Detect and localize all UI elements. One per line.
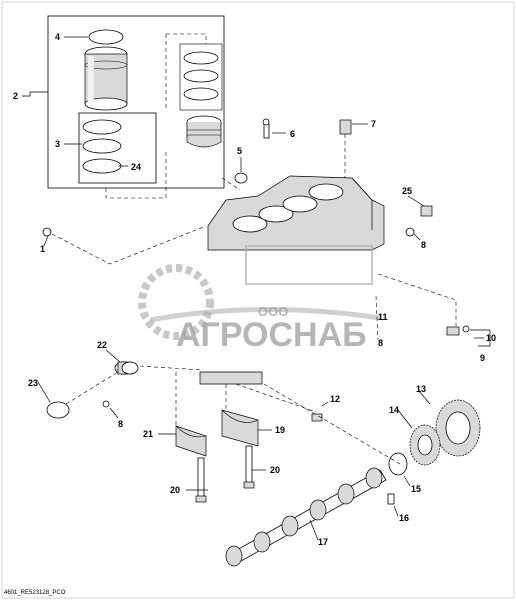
callout-19: 19 xyxy=(275,425,285,435)
callout-6: 6 xyxy=(290,129,295,139)
drawing-code: 4601_RE523128_PCO xyxy=(4,590,66,596)
callout-7: 7 xyxy=(371,119,376,129)
callout-16: 16 xyxy=(399,513,409,523)
callout-8-lower: 8 xyxy=(118,419,123,429)
o-ring-lower xyxy=(82,158,122,174)
agrosnab-watermark: ООО АГРОСНАБ xyxy=(138,245,381,354)
ring-link-dash xyxy=(166,33,207,44)
callout-8-middle: 8 xyxy=(378,338,383,348)
leader-lines xyxy=(22,36,491,541)
liner-kit-group xyxy=(47,15,225,199)
camshaft-17 xyxy=(225,467,387,567)
bearing-cap-19 xyxy=(221,409,259,447)
callout-23: 23 xyxy=(28,378,38,388)
piston-ring-oil xyxy=(183,87,219,101)
liner-seal-ring xyxy=(88,29,124,45)
callout-22: 22 xyxy=(97,340,107,350)
callout-17: 17 xyxy=(318,537,328,547)
o-ring-middle xyxy=(82,138,122,154)
callout-8-upper: 8 xyxy=(421,240,426,250)
dowel-1 xyxy=(42,227,52,237)
liner-kit-box xyxy=(47,15,225,189)
callout-4: 4 xyxy=(55,32,60,42)
pin-16 xyxy=(387,493,395,505)
watermark-brand: АГРОСНАБ xyxy=(176,316,367,354)
bolt-head-right xyxy=(405,227,415,237)
cap-bolt-left xyxy=(195,457,207,503)
oil-jet xyxy=(262,118,270,139)
bearing-cap-21 xyxy=(175,425,207,457)
callout-labels: 4 2 3 24 5 6 7 25 8 1 11 8 10 9 22 23 8 … xyxy=(13,32,496,547)
thrust-washer-15 xyxy=(388,452,408,476)
plug-8-lower xyxy=(102,400,110,408)
callout-2: 2 xyxy=(13,91,18,101)
assembly-dashes xyxy=(51,177,457,465)
piston-ring-second xyxy=(183,69,219,83)
callout-14: 14 xyxy=(389,405,399,415)
bolt-12 xyxy=(311,413,323,422)
engine-block xyxy=(199,175,385,385)
callout-21: 21 xyxy=(143,429,153,439)
piston-ring-panel xyxy=(179,43,223,111)
o-ring-upper xyxy=(82,119,122,135)
callout-3: 3 xyxy=(55,139,60,149)
bushing-23 xyxy=(46,401,70,419)
callout-13: 13 xyxy=(416,384,426,394)
bushing-22 xyxy=(114,361,139,375)
piston-ring-top xyxy=(183,51,219,65)
drive-gear-14 xyxy=(409,424,441,466)
cap-bolt-right xyxy=(243,445,255,489)
callout-20-right: 20 xyxy=(270,465,280,475)
callout-12: 12 xyxy=(330,394,340,404)
piston xyxy=(186,115,222,148)
seal-ring-5 xyxy=(234,172,248,184)
callout-25: 25 xyxy=(402,186,412,196)
callout-1: 1 xyxy=(40,244,45,254)
watermark-prefix: ООО xyxy=(258,304,288,319)
liner-link-dash xyxy=(105,150,167,199)
callout-10: 10 xyxy=(486,333,496,343)
fitting-9 xyxy=(446,325,470,336)
callout-11: 11 xyxy=(378,312,388,322)
callout-20-left: 20 xyxy=(170,485,180,495)
plug-25 xyxy=(420,205,433,217)
callout-5: 5 xyxy=(237,146,242,156)
ring-set-box xyxy=(78,112,157,184)
callout-9: 9 xyxy=(480,353,485,363)
cam-gear-13 xyxy=(435,399,481,457)
callout-24: 24 xyxy=(131,162,141,172)
pressure-sensor xyxy=(339,119,352,178)
cylinder-liner xyxy=(84,46,128,111)
callout-15: 15 xyxy=(411,484,421,494)
